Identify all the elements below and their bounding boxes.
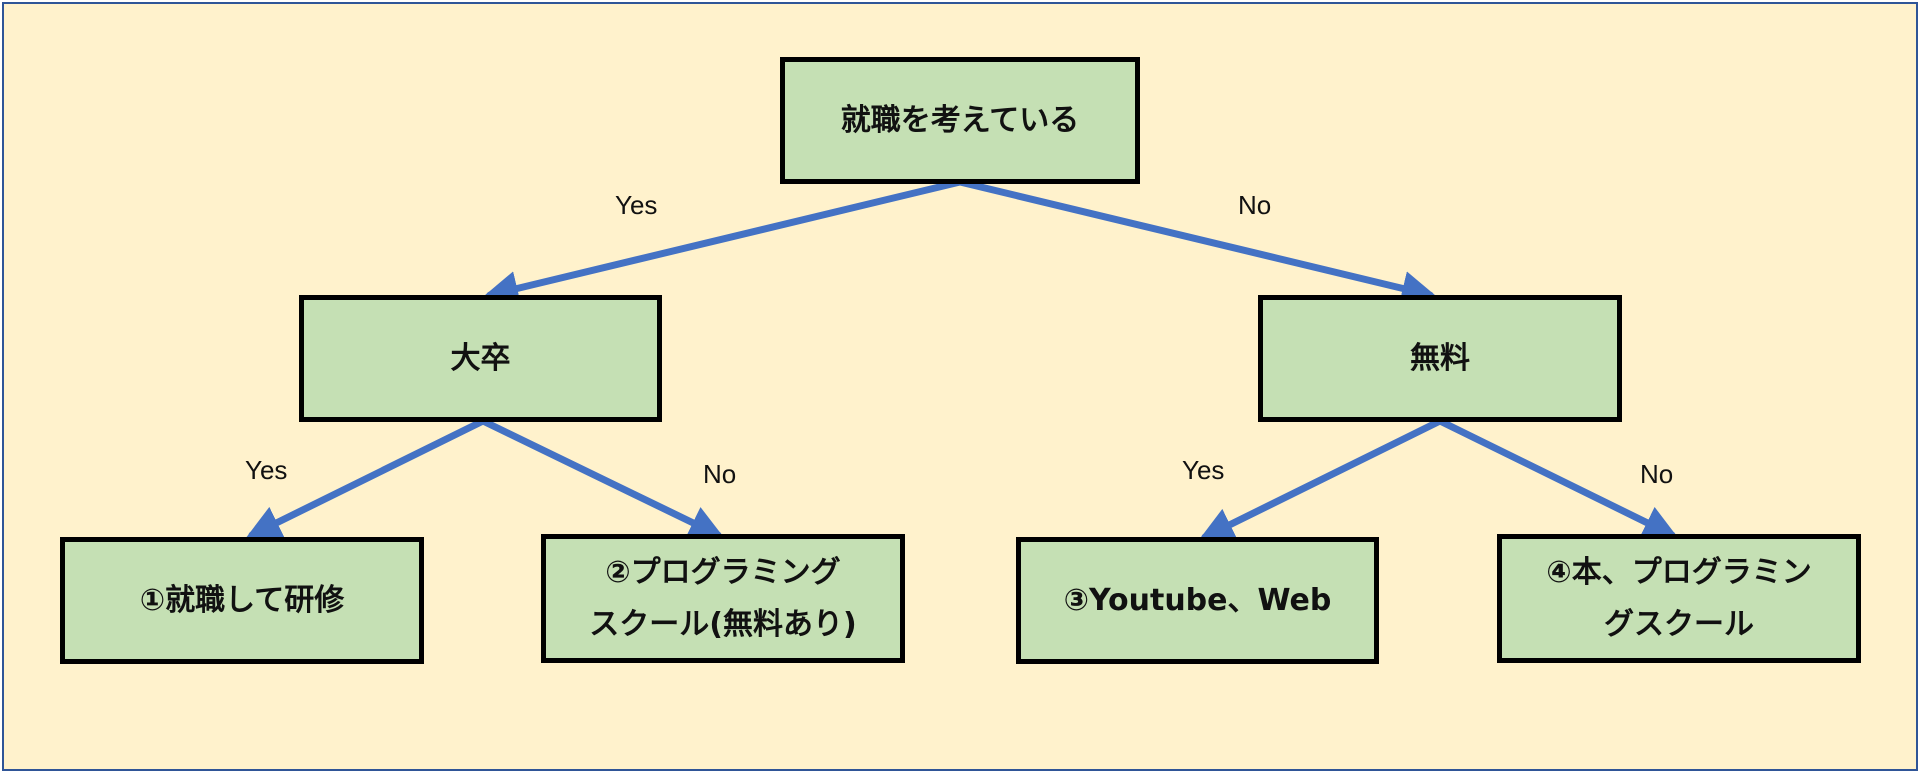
edge-label-muryo-yes: Yes [1182, 455, 1225, 485]
edge-label-root-yes: Yes [615, 190, 658, 220]
arrow-muryo-to-leaf4 [1436, 417, 1679, 539]
node-daisotsu-label: 大卒 [450, 340, 511, 376]
leaf-node-3-label: ③Youtube、Web [1063, 582, 1332, 618]
leaf-node-3: ③Youtube、Web [1016, 537, 1379, 664]
edge-label-daisotsu-no: No [703, 459, 737, 489]
edge-label-root-no: No [1238, 190, 1272, 220]
leaf-node-4-label: ④本、プログラミン グスクール [1546, 554, 1812, 642]
leaf-node-2: ②プログラミング スクール(無料あり) [541, 534, 905, 663]
node-daisotsu: 大卒 [299, 295, 662, 422]
edge-label-muryo-no: No [1640, 459, 1674, 489]
leaf-node-1: ①就職して研修 [60, 537, 424, 664]
arrow-daisotsu-to-leaf2 [479, 417, 725, 539]
arrow-daisotsu-to-leaf1 [245, 417, 487, 539]
root-node-label: 就職を考えている [840, 102, 1080, 138]
root-node: 就職を考えている [780, 57, 1140, 184]
arrow-root-to-daisotsu [483, 178, 964, 306]
node-muryo-label: 無料 [1410, 340, 1470, 376]
arrow-muryo-to-leaf3 [1198, 417, 1444, 541]
leaf-node-4: ④本、プログラミン グスクール [1497, 534, 1861, 663]
edge-label-daisotsu-yes: Yes [245, 455, 288, 485]
node-muryo: 無料 [1258, 295, 1622, 422]
leaf-node-2-label: ②プログラミング スクール(無料あり) [589, 554, 857, 642]
arrow-root-to-muryo [956, 178, 1437, 306]
leaf-node-1-label: ①就職して研修 [139, 582, 345, 618]
